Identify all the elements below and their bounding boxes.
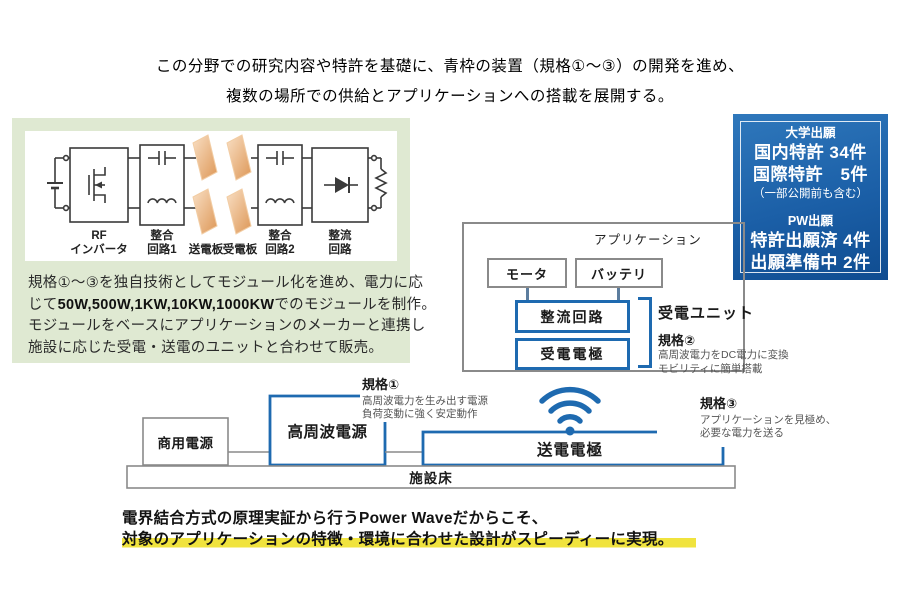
rf-label-1: RF: [91, 230, 106, 242]
module-line-2: じて50W,500W,1KW,10KW,1000KWでのモジュールを制作。: [28, 296, 437, 313]
capacitor2-icon: [266, 151, 294, 165]
heading-line-2: 複数の場所での供給とアプリケーションへの搭載を展開する。: [226, 88, 674, 105]
spec2-desc-1: 高周波電力をDC電力に変換: [658, 349, 789, 361]
summary-text: 電界結合方式の原理実証から行うPower Waveだからこそ、 対象のアプリケー…: [122, 508, 822, 550]
inductor1-icon: [147, 198, 177, 204]
floor-box: [126, 465, 736, 489]
highlighted-text: 対象のアプリケーションの特徴・環境に合わせた設計がスピーディーに実現。: [122, 531, 696, 548]
circuit-panel: RF インバータ 整合 回路1 送電板 受電板 整合 回路2 整流 回路 規格①…: [12, 118, 437, 363]
application-title: アプリケーション: [594, 233, 702, 247]
rx-electrode-box: 受電電極: [515, 338, 630, 370]
spec1-callout: 規格① 高周波電力を生み出す電源 負荷変動に強く安定動作: [362, 377, 532, 421]
receiving-unit-label: 受電ユニット: [658, 305, 755, 322]
battery-label: バッテリ: [590, 266, 647, 282]
tx-plate-label: 送電板: [188, 242, 224, 256]
rectifier-label-2: 回路: [329, 242, 352, 256]
summary-line-1: 電界結合方式の原理実証から行うPower Waveだからこそ、: [122, 510, 548, 527]
module-description: 規格①～③を独自技術としてモジュール化を進め、電力に応 じて50W,500W,1…: [28, 273, 437, 359]
matching2-label-1: 整合: [268, 228, 292, 242]
spec2-title: 規格②: [658, 333, 696, 348]
inductor2-icon: [265, 198, 295, 204]
power-path-diagram: [126, 386, 736, 489]
application-box: アプリケーション モータ バッテリ 整流回路 受電電極: [462, 222, 745, 372]
capacitor1-icon: [148, 151, 176, 165]
matching2-label-2: 回路2: [265, 242, 294, 256]
heading-line-1: この分野での研究内容や特許を基礎に、青枠の装置（規格①～③）の開発を進め、: [155, 58, 745, 75]
wattage-list: 50W,500W,1KW,10KW,1000KW: [57, 296, 275, 313]
university-filing-title: 大学出願: [785, 126, 836, 140]
matching1-label-2: 回路1: [147, 242, 177, 256]
domestic-patents: 国内特許 34件: [754, 143, 867, 162]
rectifier-label-1: 整流: [328, 228, 352, 242]
spec2-desc-2: モビリティに簡単搭載: [658, 362, 763, 375]
diode-icon: [324, 177, 358, 193]
load-resistor-icon: [374, 168, 388, 198]
rf-label-2: インバータ: [70, 242, 128, 256]
mosfet-icon: [88, 167, 106, 203]
hf-power-label: 高周波電源: [287, 423, 368, 441]
international-patents: 国際特許 5件: [753, 165, 868, 184]
commercial-power-box: [142, 417, 229, 466]
motor-connector: [526, 288, 529, 300]
module-line-4: 施設に応じた受電・送電のユニットと合わせて販売。: [28, 339, 384, 356]
rx-plate-bottom-icon: [226, 188, 252, 235]
motor-box: モータ: [487, 258, 567, 288]
tx-electrode-box: [421, 430, 725, 467]
receiving-unit-bracket: [638, 297, 652, 368]
patent-note: （一部公開前も含む）: [753, 188, 868, 200]
matching2-box: [257, 144, 303, 226]
rx-plate-label: 受電板: [223, 242, 258, 256]
rx-electrode-label: 受電電極: [540, 346, 605, 362]
spec1-title: 規格①: [362, 377, 400, 392]
pw-filing-title: PW出願: [787, 214, 834, 228]
module-line-1: 規格①～③を独自技術としてモジュール化を進め、電力に応: [28, 275, 424, 291]
spec3-desc: アプリケーションを見極め、 必要な電力を送る: [700, 414, 837, 439]
rx-plate-top-icon: [226, 134, 252, 181]
tx-plate-top-icon: [192, 134, 218, 181]
summary-line-2: 対象のアプリケーションの特徴・環境に合わせた設計がスピーディーに実現。: [122, 529, 822, 550]
patent-count-box: 大学出願 国内特許 34件 国際特許 5件 （一部公開前も含む） PW出願 特許…: [733, 114, 888, 280]
wifi-icon: [539, 386, 601, 436]
battery-icon: [47, 157, 70, 209]
matching1-box: [139, 144, 185, 226]
circuit-svg: RF インバータ 整合 回路1 送電板 受電板 整合 回路2 整流 回路: [47, 134, 388, 256]
circuit-diagram: RF インバータ 整合 回路1 送電板 受電板 整合 回路2 整流 回路: [25, 131, 397, 261]
patent-box-border: [740, 121, 881, 273]
app-rectifier-box: 整流回路: [515, 300, 630, 333]
circuit-labels: RF インバータ 整合 回路1 送電板 受電板 整合 回路2 整流 回路: [70, 228, 352, 256]
spec1-desc: 高周波電力を生み出す電源 負荷変動に強く安定動作: [362, 395, 488, 420]
coupling-plates: [192, 134, 252, 235]
hf-power-box: [268, 394, 387, 467]
receiving-unit-callout: 受電ユニット 規格② 高周波電力をDC電力に変換 モビリティに簡単搭載: [658, 302, 838, 376]
module-line-3: モジュールをベースにアプリケーションのメーカーと連携し: [28, 318, 426, 334]
tx-plate-bottom-icon: [192, 188, 218, 235]
spec3-callout: 規格③ アプリケーションを見極め、 必要な電力を送る: [700, 396, 870, 440]
spec3-title: 規格③: [700, 396, 738, 411]
battery-box: バッテリ: [575, 258, 663, 288]
circuit-wires: [47, 144, 388, 226]
motor-label: モータ: [505, 266, 548, 282]
app-rectifier-label: 整流回路: [540, 308, 605, 325]
commercial-power-label: 商用電源: [157, 435, 214, 451]
patents-filed: 特許出願済 4件: [750, 231, 871, 250]
floor-label: 施設床: [409, 471, 453, 486]
matching1-label-1: 整合: [150, 228, 174, 242]
battery-connector: [617, 288, 620, 300]
tx-electrode-label: 送電電極: [536, 442, 603, 459]
heading: この分野での研究内容や特許を基礎に、青枠の装置（規格①～③）の開発を進め、 複数…: [0, 52, 900, 112]
patents-preparing: 出願準備中 2件: [750, 253, 871, 272]
